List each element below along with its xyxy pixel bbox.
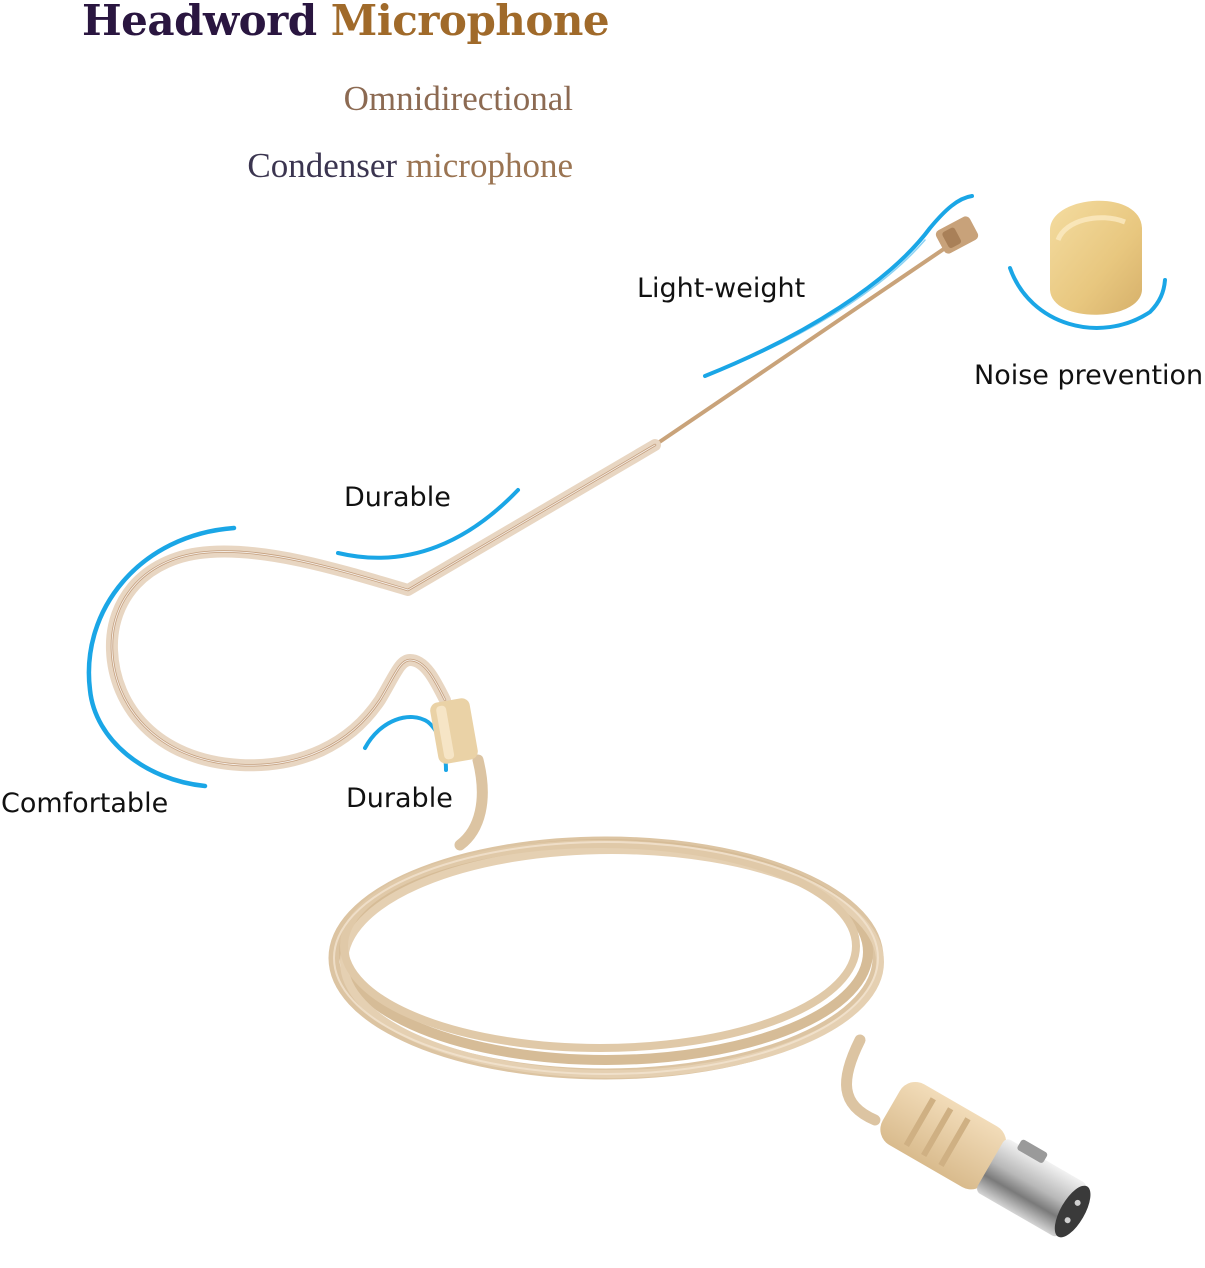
- title-word-microphone: Microphone: [330, 0, 610, 45]
- feature-label-noise-prevention: Noise prevention: [974, 360, 1204, 391]
- foam-windscreen: [1050, 200, 1142, 315]
- feature-label-durable-top: Durable: [344, 482, 451, 513]
- subtitle-word-microphone: microphone: [405, 146, 573, 185]
- feature-label-light-weight: Light-weight: [637, 273, 806, 304]
- subtitle-condenser-microphone: Condenser microphone: [247, 146, 573, 186]
- mini-xlr-connector: [880, 1081, 1091, 1238]
- coiled-cable: [328, 754, 884, 1126]
- mic-capsule: [935, 216, 979, 254]
- product-title: Headword Microphone: [82, 0, 610, 48]
- headset-frame: [105, 236, 962, 772]
- feature-label-comfortable: Comfortable: [1, 788, 169, 819]
- blue-accent-swooshes: [86, 194, 1167, 789]
- title-word-headword: Headword: [82, 0, 317, 45]
- cable-sleeve: [430, 698, 478, 764]
- subtitle-omnidirectional: Omnidirectional: [343, 79, 573, 118]
- feature-label-durable-bottom: Durable: [346, 783, 453, 814]
- subtitle-word-condenser: Condenser: [247, 146, 398, 185]
